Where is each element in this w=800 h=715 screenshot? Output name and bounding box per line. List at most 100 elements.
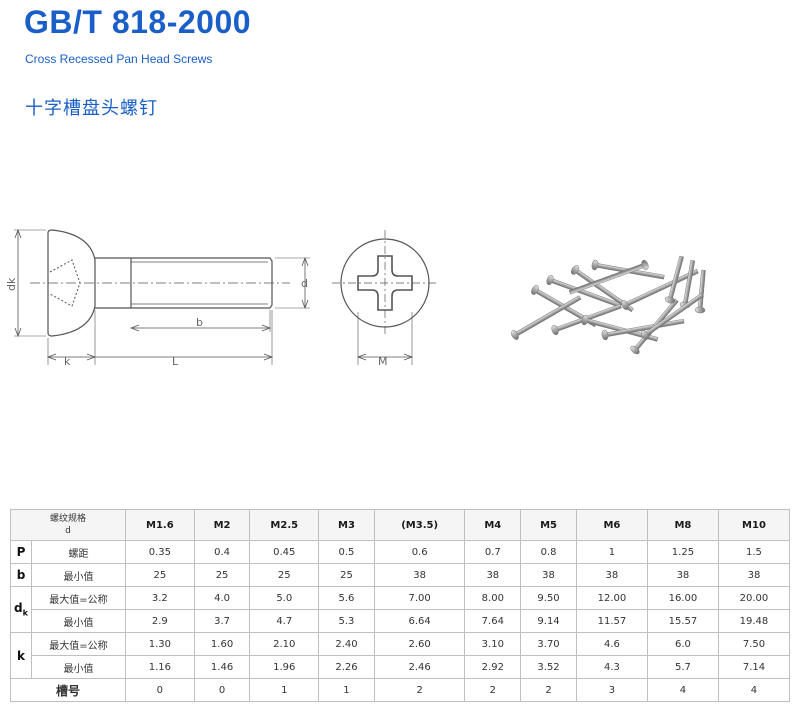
value-cell: 38	[520, 563, 577, 587]
thread-spec-label: 螺纹规格	[49, 514, 86, 524]
b-label: b	[196, 316, 203, 329]
value-cell: 7.14	[717, 655, 791, 679]
value-cell: 4.0	[193, 586, 251, 610]
value-cell: 38	[646, 563, 719, 587]
slot-value-cell: 3	[575, 678, 648, 702]
value-cell: 25	[193, 563, 251, 587]
size-header: M1.6	[125, 509, 195, 541]
slot-value-cell: 1	[249, 678, 320, 702]
value-cell: 5.7	[646, 655, 719, 679]
slot-value-cell: 0	[193, 678, 251, 702]
m-label: M	[378, 355, 388, 368]
value-cell: 1.25	[646, 540, 719, 564]
value-cell: 15.57	[646, 609, 719, 633]
value-cell: 4.3	[575, 655, 648, 679]
value-cell: 9.14	[520, 609, 577, 633]
value-cell: 2.10	[249, 632, 320, 656]
value-cell: 3.7	[193, 609, 251, 633]
chinese-title: 十字槽盘头螺钉	[25, 98, 158, 119]
value-cell: 6.64	[373, 609, 466, 633]
value-cell: 1.60	[193, 632, 251, 656]
k-label: k	[64, 355, 71, 368]
value-cell: 2.46	[373, 655, 466, 679]
value-cell: 2.40	[318, 632, 375, 656]
value-cell: 3.70	[520, 632, 577, 656]
value-cell: 2.26	[318, 655, 375, 679]
value-cell: 38	[717, 563, 791, 587]
value-cell: 9.50	[520, 586, 577, 610]
value-cell: 3.2	[125, 586, 195, 610]
size-header: M5	[520, 509, 577, 541]
value-cell: 1.30	[125, 632, 195, 656]
slot-value-cell: 1	[318, 678, 375, 702]
value-cell: 7.00	[373, 586, 466, 610]
value-cell: 1.16	[125, 655, 195, 679]
value-cell: 7.50	[717, 632, 791, 656]
size-header: M2.5	[249, 509, 320, 541]
slot-value-cell: 4	[717, 678, 791, 702]
value-cell: 1.96	[249, 655, 320, 679]
value-cell: 1.5	[717, 540, 791, 564]
size-header: M2	[193, 509, 251, 541]
row-label: 最大值=公称	[31, 632, 126, 656]
value-cell: 3.52	[520, 655, 577, 679]
value-cell: 2.60	[373, 632, 466, 656]
page-title: GB/T 818-2000	[24, 4, 252, 40]
value-cell: 5.3	[318, 609, 375, 633]
value-cell: 20.00	[717, 586, 791, 610]
value-cell: 1	[575, 540, 648, 564]
value-cell: 11.57	[575, 609, 648, 633]
value-cell: 25	[318, 563, 375, 587]
value-cell: 0.5	[318, 540, 375, 564]
value-cell: 8.00	[464, 586, 522, 610]
value-cell: 2.92	[464, 655, 522, 679]
value-cell: 4.7	[249, 609, 320, 633]
symbol-subscript: k	[22, 608, 28, 618]
value-cell: 6.0	[646, 632, 719, 656]
size-header: M4	[464, 509, 522, 541]
row-label: 最大值=公称	[31, 586, 126, 610]
l-label: L	[172, 355, 179, 368]
slot-value-cell: 0	[125, 678, 195, 702]
value-cell: 25	[125, 563, 195, 587]
value-cell: 0.8	[520, 540, 577, 564]
value-cell: 5.0	[249, 586, 320, 610]
size-header: M6	[575, 509, 648, 541]
slot-value-cell: 2	[520, 678, 577, 702]
size-header: M8	[646, 509, 719, 541]
slot-label: 槽号	[10, 678, 126, 702]
value-cell: 7.64	[464, 609, 522, 633]
slot-value-cell: 2	[464, 678, 522, 702]
row-label: 最小值	[31, 563, 126, 587]
slot-value-cell: 4	[646, 678, 719, 702]
page-subtitle: Cross Recessed Pan Head Screws	[25, 52, 213, 66]
size-header: M10	[717, 509, 791, 541]
symbol-cell: k	[10, 632, 32, 679]
value-cell: 25	[249, 563, 320, 587]
screw-technical-drawing: dk d b k L M	[5, 228, 438, 368]
value-cell: 0.45	[249, 540, 320, 564]
value-cell: 16.00	[646, 586, 719, 610]
value-cell: 4.6	[575, 632, 648, 656]
screw-top-view	[332, 230, 438, 365]
symbol-cell: b	[10, 563, 32, 587]
row-label: 最小值	[31, 609, 126, 633]
screws-photo	[511, 255, 706, 355]
symbol-cell: dk	[10, 586, 32, 633]
value-cell: 19.48	[717, 609, 791, 633]
value-cell: 38	[575, 563, 648, 587]
row-label: 最小值	[31, 655, 126, 679]
screw-side-view	[14, 228, 310, 365]
row-label: 螺距	[31, 540, 126, 564]
size-header: M3	[318, 509, 375, 541]
value-cell: 3.10	[464, 632, 522, 656]
value-cell: 38	[373, 563, 466, 587]
value-cell: 0.6	[373, 540, 466, 564]
value-cell: 0.4	[193, 540, 251, 564]
thread-d-label: d	[65, 526, 71, 536]
